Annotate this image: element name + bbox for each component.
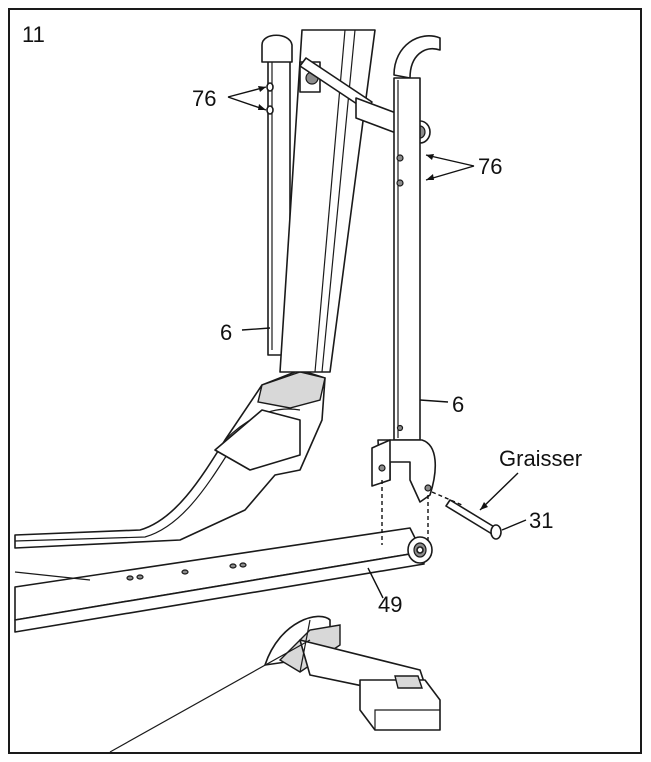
base-stabilizer <box>264 615 441 731</box>
label-31: 31 <box>529 508 554 533</box>
label-76-left: 76 <box>192 86 217 111</box>
leader-lines <box>227 86 527 599</box>
support-leg <box>299 619 311 673</box>
left-frame-arm <box>14 369 326 549</box>
figure-border <box>8 8 642 754</box>
floor-line <box>109 639 311 753</box>
label-76-right: 76 <box>478 154 503 179</box>
bolt-31 <box>445 499 502 540</box>
upright-bracket <box>371 439 437 503</box>
lower-arm-49 <box>14 527 433 633</box>
left-upright-6 <box>261 34 293 356</box>
label-graisser: Graisser <box>499 446 583 471</box>
right-upright-6 <box>393 35 441 441</box>
dash-line-bolt <box>431 491 463 506</box>
label-49: 49 <box>378 592 403 617</box>
label-6-left: 6 <box>220 320 233 345</box>
label-6-right: 6 <box>452 392 465 417</box>
step-number: 11 <box>22 22 45 47</box>
